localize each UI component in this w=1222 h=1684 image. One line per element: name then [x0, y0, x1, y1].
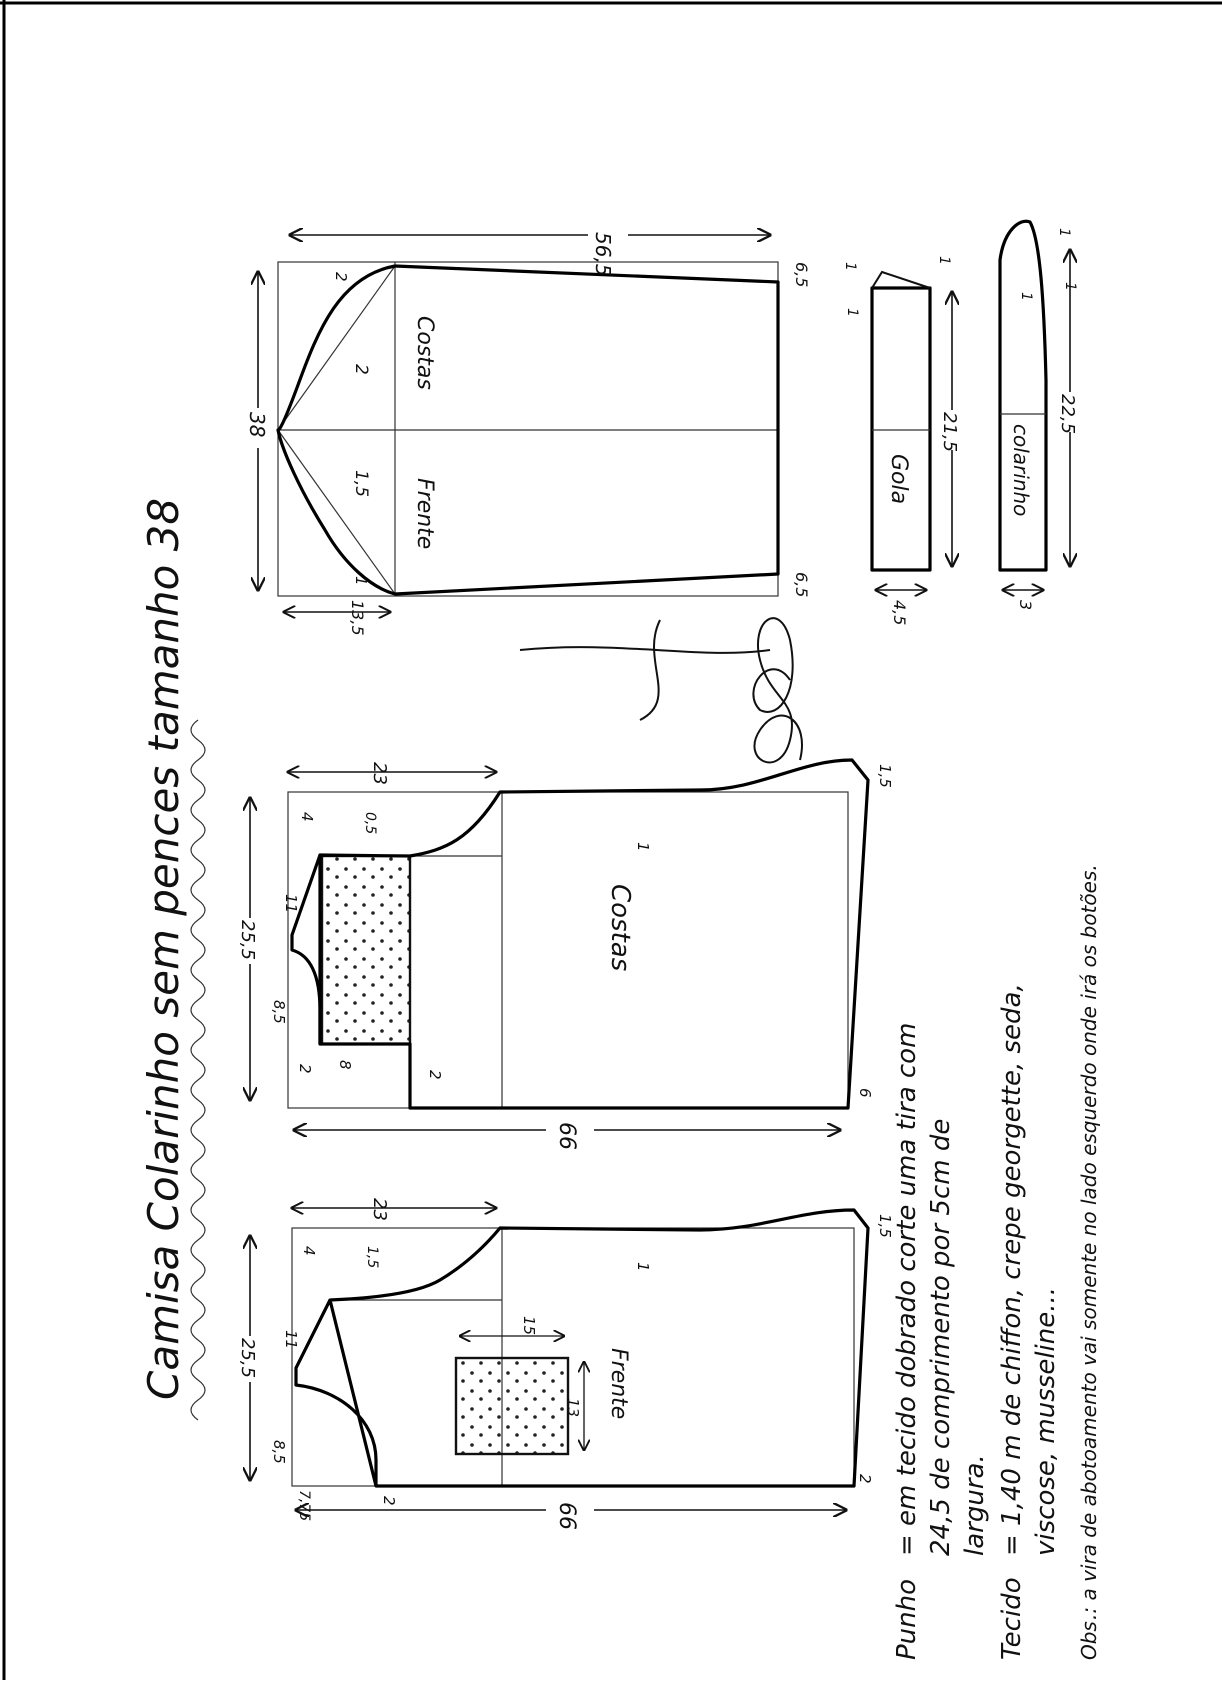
collar-band-length: 21,5	[939, 412, 960, 452]
front-neck-value: 8,5	[270, 1440, 288, 1464]
collar-band-pattern: Gola 21,5 4,5 1 1 1	[842, 256, 966, 625]
back-curve-value: 0,5	[362, 812, 378, 834]
sleeve-length-value: 56,5	[591, 232, 615, 277]
collar-band-height: 4,5	[890, 600, 909, 625]
back-label: Costas	[605, 884, 635, 971]
sleeve-length-bg	[588, 222, 628, 248]
sleeve-mark-front: 1,5	[351, 470, 371, 497]
sleeve-width-bg	[244, 408, 272, 448]
collar-band-length-bg	[940, 410, 966, 450]
note-tecido-line2: viscose, musseline...	[1031, 1287, 1061, 1556]
sleeve-mark-back: 2	[351, 364, 371, 375]
back-neck-depth-value: 2	[296, 1064, 314, 1074]
note-obs: Obs .: a vira de abotoamento vai somente…	[1077, 864, 1101, 1660]
sleeve-guide-back	[277, 265, 396, 431]
sleeve-pattern: 56,5 38 13,5 6,5 6,5 2 2 1,5 1 Costas Fr…	[244, 222, 811, 636]
front-neck-shoulder	[294, 1299, 378, 1486]
back-length-value: 66	[554, 1122, 579, 1150]
back-yoke	[320, 854, 412, 1046]
note-tecido-label: Tecido	[997, 1577, 1027, 1660]
note-punho-line2: 24,5 de comprimento por 5cm de	[926, 1119, 956, 1556]
back-neck-value: 8,5	[270, 1000, 288, 1024]
collar-band-mark-b: 1	[844, 308, 860, 317]
back-width-bg	[238, 918, 264, 964]
note-punho-line1: = em tecido dobrado corte uma tira com	[892, 1023, 922, 1556]
back-shoulder-value: 11	[282, 894, 300, 913]
front-neck-depth-value: 7,75	[296, 1490, 312, 1521]
back-yoke-mark-value: 2	[426, 1070, 444, 1080]
front-label: Frente	[606, 1348, 631, 1419]
collar-stand-mark-a: 1	[1056, 228, 1072, 237]
back-drop-value: 4	[298, 812, 316, 822]
front-width-bg	[238, 1336, 264, 1382]
back-hip-value: 1,5	[876, 764, 894, 788]
collar-band-tip	[871, 270, 931, 289]
sleeve-frame	[277, 261, 779, 597]
author-signature	[519, 617, 803, 764]
notes-block: Punho = em tecido dobrado corte uma tira…	[892, 864, 1101, 1660]
sleeve-guide-front	[277, 429, 396, 595]
back-neck-shoulder	[290, 854, 322, 1044]
collar-stand-mark-b: 1	[1018, 292, 1034, 301]
sleeve-cap-value: 13,5	[348, 600, 367, 636]
back-piece-pattern: 66 25,5 23 8,5 11 4 0,5 2 8 2 6 1,5 1 Co…	[237, 758, 894, 1150]
front-outline	[328, 1208, 870, 1488]
collar-band-label: Gola	[886, 454, 911, 504]
collar-band-mark-a: 1	[842, 262, 858, 271]
back-armhole-value: 23	[369, 762, 390, 785]
note-punho: Punho = em tecido dobrado corte uma tira…	[892, 1023, 990, 1660]
front-width-value: 25,5	[237, 1338, 258, 1378]
collar-stand-pattern: colarinho 22,5 3 1 1 1	[998, 219, 1084, 610]
note-tecido-line1: = 1,40 m de chiffon, crepe georgette, se…	[997, 983, 1027, 1556]
collar-band-mark-c: 1	[936, 256, 952, 265]
collar-stand-length: 22,5	[1057, 394, 1078, 434]
back-hem-side-value: 6	[856, 1088, 874, 1098]
collar-stand-length-bg	[1058, 392, 1084, 432]
front-drop-value: 4	[300, 1246, 318, 1256]
back-outline	[318, 758, 870, 1110]
front-piece-pattern: 66 25,5 23 8,5 11 4 1,5 7,75 2 2 1,5 1 1…	[237, 1198, 894, 1530]
front-curve-value: 1,5	[364, 1246, 380, 1268]
front-placket-value: 2	[380, 1496, 398, 1506]
page-title: Camisa Colarinho sem pences tamanho 38	[139, 498, 188, 1400]
note-punho-label: Punho	[892, 1579, 922, 1660]
front-hem-value: 2	[856, 1474, 874, 1484]
front-length-value: 66	[554, 1502, 579, 1530]
sleeve-edge-top: 6,5	[792, 262, 811, 287]
back-yoke-value: 8	[336, 1060, 354, 1070]
collar-stand-label: colarinho	[1009, 424, 1033, 516]
title-wavy-border	[190, 719, 206, 1421]
note-obs-line: .: a vira de abotoamento vai somente no …	[1077, 864, 1101, 1620]
note-tecido: Tecido = 1,40 m de chiffon, crepe george…	[997, 983, 1061, 1660]
note-obs-label: Obs	[1077, 1621, 1101, 1660]
note-punho-line3: largura.	[960, 1454, 990, 1556]
sleeve-width-value: 38	[245, 412, 269, 437]
back-side-value: 1	[634, 842, 652, 852]
front-armhole-value: 23	[369, 1198, 390, 1221]
sleeve-edge-bottom: 6,5	[792, 572, 811, 597]
front-pocket	[454, 1356, 570, 1456]
sleeve-cap-curve	[276, 264, 396, 596]
back-length-bg	[546, 1116, 594, 1144]
sleeve-label-back: Costas	[412, 316, 437, 390]
sleeve-mark-top: 2	[332, 272, 350, 282]
sleeve-outline	[394, 264, 780, 596]
pocket-height-value: 13	[564, 1398, 582, 1417]
front-hip-value: 1,5	[876, 1214, 894, 1238]
back-width-value: 25,5	[237, 920, 258, 960]
sleeve-mark-bottom: 1	[352, 576, 370, 586]
front-length-bg	[546, 1496, 594, 1524]
collar-stand-outline	[998, 219, 1048, 572]
front-shoulder-value: 11	[282, 1330, 300, 1349]
pocket-width-value: 15	[520, 1316, 538, 1335]
front-side-value: 1	[634, 1262, 652, 1272]
collar-stand-mark-c: 1	[1062, 282, 1078, 291]
title-group: Camisa Colarinho sem pences tamanho 38	[139, 498, 206, 1421]
sleeve-label-front: Frente	[412, 478, 437, 549]
collar-band-outline	[870, 286, 932, 572]
collar-stand-height: 3	[1016, 600, 1035, 610]
